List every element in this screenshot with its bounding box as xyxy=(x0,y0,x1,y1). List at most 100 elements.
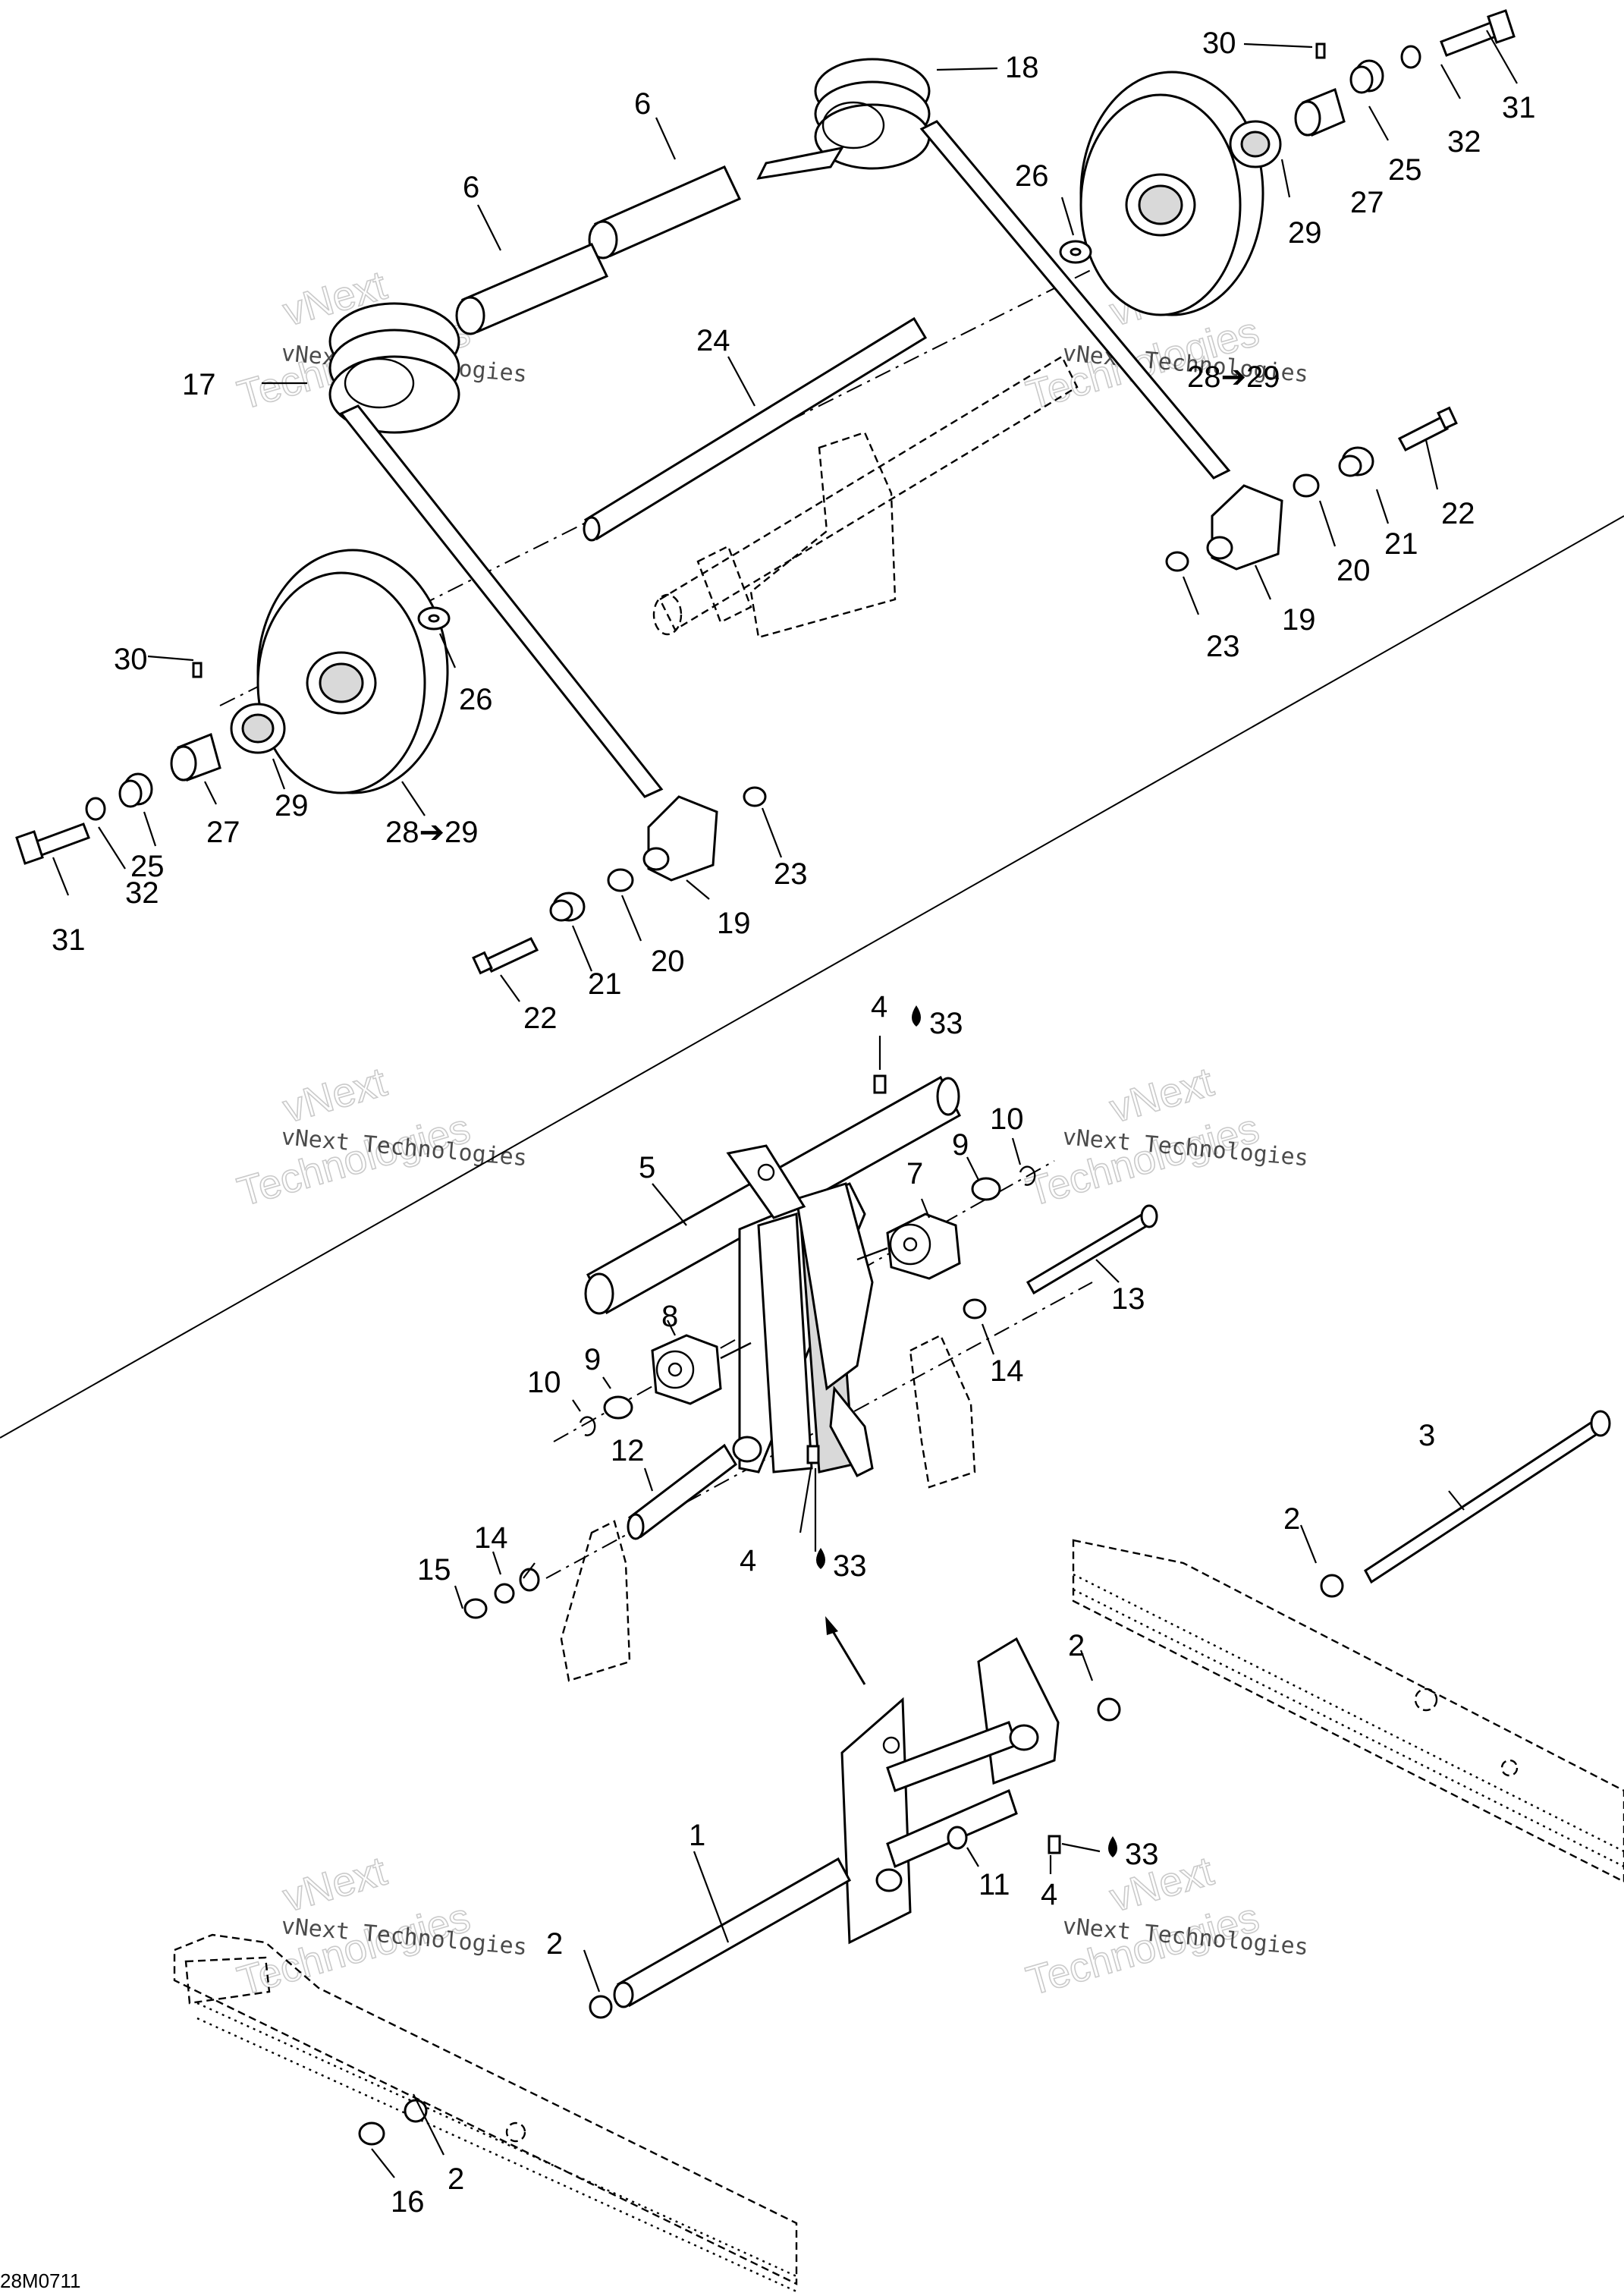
callout-11: 11 xyxy=(978,1868,1010,1901)
callout-3: 3 xyxy=(1418,1419,1435,1452)
circlip-10-right xyxy=(1019,1165,1036,1186)
callout-30-left: 30 xyxy=(114,643,148,676)
spacer-21-left xyxy=(549,892,586,922)
callout-28to29-upper: 28➔29 xyxy=(1187,360,1280,394)
grease-fitting-4-mid xyxy=(806,1445,820,1464)
tube-6-upper xyxy=(588,165,742,259)
callout-5: 5 xyxy=(639,1151,655,1184)
callout-10-left: 10 xyxy=(527,1366,561,1399)
washer-32-right xyxy=(1400,45,1421,69)
callout-27-left: 27 xyxy=(206,816,240,849)
callout-31-right: 31 xyxy=(1502,91,1536,124)
nut-23-right xyxy=(1165,551,1189,572)
callout-4-mid: 4 xyxy=(740,1544,756,1577)
ring-27-left xyxy=(170,732,221,782)
callout-9-left: 9 xyxy=(584,1343,601,1376)
callout-30-right: 30 xyxy=(1202,27,1236,60)
circlip-10-left xyxy=(579,1416,596,1436)
tube-1 xyxy=(613,1857,852,2008)
lower-assembly xyxy=(173,1410,1624,2293)
arm-body xyxy=(726,1144,874,1477)
nut-16 xyxy=(358,2121,385,2146)
watermark-group: vNext Technologies vNext Technologies vN… xyxy=(232,262,1309,2005)
bolt-31-left xyxy=(15,822,90,865)
bushing-25-right xyxy=(1349,59,1384,94)
stopper-8 xyxy=(651,1334,752,1405)
washer-2-a xyxy=(1320,1574,1344,1598)
callout-20-right: 20 xyxy=(1337,554,1371,587)
callout-14-left: 14 xyxy=(474,1521,508,1555)
tube-6-lower xyxy=(455,243,609,335)
callout-23-right: 23 xyxy=(1206,630,1240,663)
grease-callout-33-bottom: 33 xyxy=(1108,1836,1159,1871)
spring-17 xyxy=(328,302,664,798)
rail-left xyxy=(173,1933,798,2293)
callout-32-right: 32 xyxy=(1447,125,1481,159)
callout-15: 15 xyxy=(417,1553,451,1587)
watermark-vnext: vNext xyxy=(278,1059,391,1132)
washer-2-c xyxy=(589,1995,613,2019)
washer-9-left xyxy=(603,1395,633,1420)
callout-33-bottom: 33 xyxy=(1125,1838,1159,1871)
washer-20-left xyxy=(607,868,634,892)
callout-6-lower: 6 xyxy=(463,171,479,204)
callout-25-right: 25 xyxy=(1388,153,1422,187)
callout-19-right: 19 xyxy=(1282,603,1316,637)
callout-33-mid: 33 xyxy=(833,1549,867,1583)
block-19-left xyxy=(642,795,718,882)
bolt-3 xyxy=(1364,1410,1611,1584)
callout-8: 8 xyxy=(661,1300,678,1333)
grease-drop-icon xyxy=(912,1005,921,1027)
callout-1: 1 xyxy=(689,1819,705,1852)
callout-28to29-lower: 28➔29 xyxy=(385,816,479,849)
washer-32-left xyxy=(85,797,106,821)
callout-18: 18 xyxy=(1005,51,1039,84)
callout-17: 17 xyxy=(182,368,216,401)
callout-33-top: 33 xyxy=(929,1007,963,1040)
set-screw-30-right xyxy=(1315,42,1326,59)
hidden-bracket-left xyxy=(560,1520,631,1682)
callout-25-left: 25 xyxy=(130,850,165,883)
callout-22-right: 22 xyxy=(1441,497,1475,530)
washer-26-right-hole xyxy=(1070,247,1082,256)
callout-19-left: 19 xyxy=(717,907,751,940)
assembly-arrow xyxy=(825,1616,866,1685)
grease-drop-icon xyxy=(1108,1836,1117,1857)
tube-12 xyxy=(627,1443,737,1540)
idler-wheel-left xyxy=(256,549,449,794)
callout-20-left: 20 xyxy=(651,945,685,978)
bolt-22-left xyxy=(472,937,539,975)
callout-9-right: 9 xyxy=(952,1128,969,1162)
shaft-24 xyxy=(583,316,928,542)
washer-2-d xyxy=(404,2099,428,2123)
watermark-mid-right: vNext Technologies vNext Technologies xyxy=(1021,1058,1309,1216)
grease-callout-33-top: 33 xyxy=(912,1005,963,1040)
leader-lines xyxy=(52,30,1518,2178)
nut-15 xyxy=(463,1598,488,1619)
bolt-31-right xyxy=(1440,9,1516,57)
spring-18 xyxy=(756,58,1231,480)
ring-27-right xyxy=(1294,87,1346,137)
grease-callout-33-mid: 33 xyxy=(816,1548,867,1583)
callout-23-left: 23 xyxy=(774,857,808,891)
section-separator-line xyxy=(0,515,1624,1439)
idler-wheel-right xyxy=(1079,71,1264,316)
washer-26-left-hole xyxy=(428,614,440,623)
set-screw-30-left xyxy=(192,662,203,678)
washer-20-right xyxy=(1293,473,1320,498)
callout-12: 12 xyxy=(611,1434,645,1467)
callout-10-right: 10 xyxy=(990,1102,1024,1136)
bushing-25-left xyxy=(118,772,153,808)
watermark-bottom-right: vNext Technologies vNext Technologies xyxy=(1021,1848,1309,2005)
diagram-code: 28M0711 xyxy=(0,2269,81,2292)
spacer-21-right xyxy=(1338,446,1374,477)
watermark-mid-left: vNext Technologies vNext Technologies xyxy=(232,1058,528,1216)
middle-assembly xyxy=(463,1074,1158,1854)
washer-9-right xyxy=(971,1177,1001,1201)
grease-fitting-4-top xyxy=(873,1074,887,1094)
callout-31-left: 31 xyxy=(52,923,86,957)
callout-29-right: 29 xyxy=(1288,216,1322,250)
callout-2-c: 2 xyxy=(546,1927,563,1961)
callout-24: 24 xyxy=(696,324,730,357)
grease-drop-icon xyxy=(816,1548,825,1569)
